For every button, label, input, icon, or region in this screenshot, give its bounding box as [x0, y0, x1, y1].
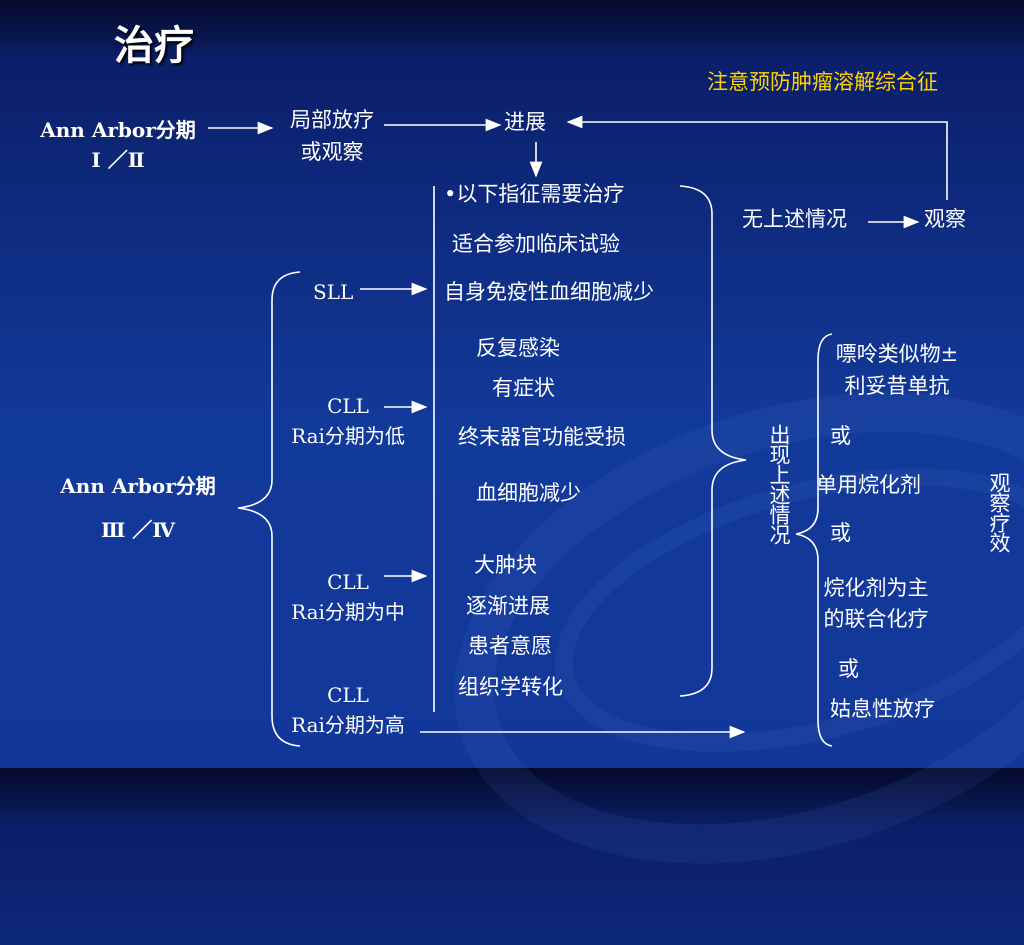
option-alkylating-single: 单用烷化剂 — [816, 473, 921, 497]
option-or: 或 — [838, 657, 859, 681]
indication-item: 患者意愿 — [468, 634, 552, 658]
sll-label: SLL — [313, 280, 354, 304]
option-or: 或 — [830, 424, 851, 448]
local-rt-line1: 局部放疗 — [290, 108, 374, 132]
appear-above-label: 出现上述情况 — [767, 424, 791, 544]
slide: 治疗 注意预防肿瘤溶解综合征 Ann Arbor分期 Ⅰ ／Ⅱ 局部放疗 或观察… — [40, 22, 1024, 945]
page-title: 治疗 — [114, 22, 194, 69]
tls-warning-note: 注意预防肿瘤溶解综合征 — [707, 70, 938, 94]
indication-item: 反复感染 — [476, 336, 560, 360]
cll-mid-line2: Rai分期为中 — [291, 600, 405, 624]
cll-low-line2: Rai分期为低 — [291, 424, 405, 448]
indication-item: 逐渐进展 — [466, 594, 550, 618]
stage-early-stages: Ⅰ ／Ⅱ — [91, 148, 145, 172]
cll-mid-line1: CLL — [327, 570, 369, 594]
indications-header: •以下指征需要治疗 — [444, 182, 625, 206]
cll-high-line1: CLL — [327, 683, 369, 707]
arrow-observe-loop — [566, 115, 948, 200]
cll-low-line1: CLL — [327, 394, 369, 418]
local-rt-line2: 或观察 — [300, 140, 364, 164]
indication-item: 自身免疫性血细胞减少 — [444, 280, 654, 304]
left-brace — [237, 271, 301, 747]
indication-item: 适合参加临床试验 — [452, 232, 620, 256]
cll-high-line2: Rai分期为高 — [291, 713, 405, 737]
option-purine-line1: 嘌呤类似物± — [835, 342, 959, 366]
option-palliative-rt: 姑息性放疗 — [830, 697, 935, 721]
progress-label: 进展 — [504, 110, 546, 134]
indication-item: 血细胞减少 — [476, 481, 581, 505]
stage-late-label: Ann Arbor分期 — [60, 474, 216, 498]
no-above-label: 无上述情况 — [742, 207, 847, 231]
indication-item: 大肿块 — [474, 553, 537, 577]
indication-item: 组织学转化 — [458, 675, 563, 699]
stage-early-label: Ann Arbor分期 — [40, 118, 196, 142]
indication-item: 有症状 — [492, 376, 555, 400]
observe-label: 观察 — [924, 207, 966, 231]
stage-late-stages: Ⅲ ／Ⅳ — [100, 518, 175, 542]
option-or: 或 — [830, 521, 851, 545]
option-combo-line2: 的联合化疗 — [823, 607, 929, 631]
assess-efficacy-label: 观察疗效 — [987, 472, 1011, 552]
option-purine-line2: 利妥昔单抗 — [844, 374, 950, 398]
indication-item: 终末器官功能受损 — [458, 425, 626, 449]
option-combo-line1: 烷化剂为主 — [823, 576, 929, 600]
